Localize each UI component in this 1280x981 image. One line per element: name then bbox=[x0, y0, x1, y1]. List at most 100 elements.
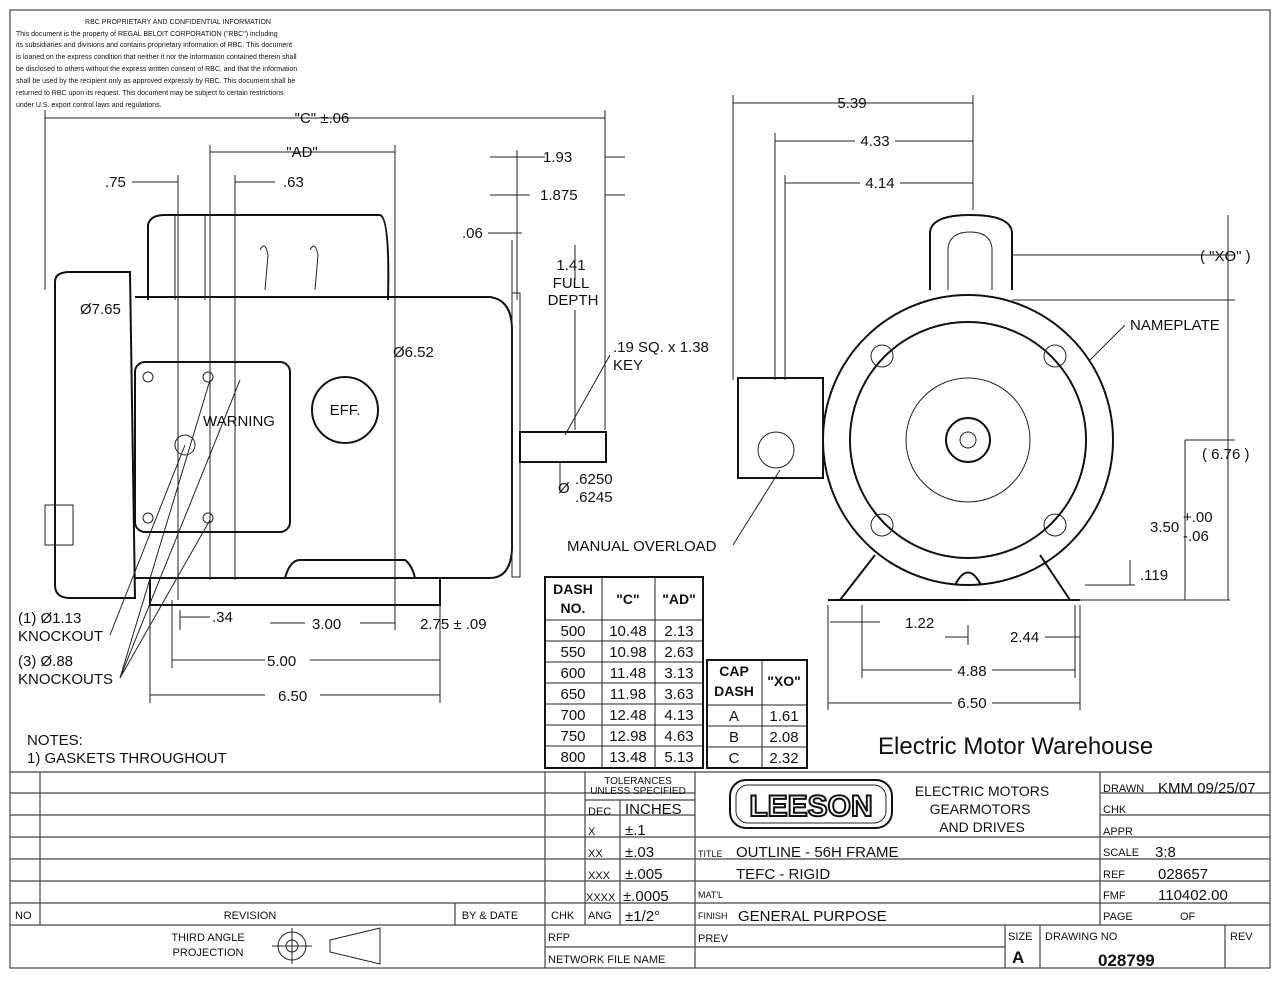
dim-034: .34 bbox=[212, 609, 233, 626]
title-block: TOLERANCES UNLESS SPECIFIED DEC INCHES X… bbox=[10, 771, 1270, 970]
unless-specified: UNLESS SPECIFIED bbox=[590, 786, 686, 797]
dim-ad: "AD" bbox=[286, 144, 318, 161]
ang-val: ±1/2° bbox=[625, 908, 660, 925]
c-cell: 10.98 bbox=[609, 644, 647, 661]
company-line: GEARMOTORS bbox=[930, 801, 1031, 817]
notice-line: shall be used by the recipient only as a… bbox=[16, 78, 295, 85]
finish-label: FINISH bbox=[698, 911, 728, 921]
tol-xxx: XXX bbox=[588, 870, 611, 882]
title-line-2: TEFC - RIGID bbox=[736, 866, 830, 883]
prev-label: PREV bbox=[698, 933, 729, 945]
notice-line: returned to RBC upon its request. This d… bbox=[16, 90, 284, 97]
warning-label: WARNING bbox=[203, 413, 275, 430]
notice-line: This document is the property of REGAL B… bbox=[16, 31, 278, 38]
watermark: Electric Motor Warehouse bbox=[878, 733, 1153, 760]
dim-650-end: 6.50 bbox=[957, 695, 986, 712]
ad-cell: 4.13 bbox=[664, 707, 693, 724]
logo-text: LEESON bbox=[749, 790, 872, 823]
cap-dash-cell: C bbox=[729, 750, 740, 767]
conduit-box bbox=[134, 361, 291, 533]
size-label: SIZE bbox=[1008, 931, 1032, 943]
cap-dash-cell: A bbox=[729, 708, 739, 725]
dim-676: ( 6.76 ) bbox=[1202, 446, 1250, 463]
end-view: 5.39 4.33 4.14 ( "XO" ) NAMEPLATE ( 6.76… bbox=[732, 95, 1251, 712]
dash-no-cell: 600 bbox=[560, 665, 585, 682]
title-label: TITLE bbox=[698, 849, 723, 859]
shaft-dia-max: .6250 bbox=[575, 471, 613, 488]
scale-value: 3:8 bbox=[1155, 844, 1176, 861]
eff-label-circle bbox=[311, 376, 379, 444]
header-ad: "AD" bbox=[662, 591, 696, 607]
key-label: KEY bbox=[613, 357, 643, 374]
scale-label: SCALE bbox=[1103, 847, 1139, 859]
dim-539: 5.39 bbox=[837, 95, 866, 112]
mounting-feet bbox=[149, 559, 441, 606]
no-label: NO bbox=[15, 910, 32, 922]
c-cell: 11.98 bbox=[610, 686, 646, 703]
dia-652: Ø6.52 bbox=[393, 344, 434, 361]
note-item: 1) GASKETS THROUGHOUT bbox=[27, 750, 227, 767]
fmf-value: 110402.00 bbox=[1158, 887, 1228, 904]
knockout-3-dim: (3) Ø.88 bbox=[18, 653, 73, 670]
rfp-label: RFP bbox=[548, 932, 570, 944]
header-xo: "XO" bbox=[767, 673, 801, 689]
dim-c: "C" ±.06 bbox=[295, 110, 350, 127]
tol-plus: +.00 bbox=[1183, 509, 1213, 526]
dim-063: .63 bbox=[283, 174, 304, 191]
dec-label: DEC bbox=[588, 806, 611, 818]
dash-no-cell: 750 bbox=[560, 728, 585, 745]
ad-cell: 5.13 bbox=[664, 749, 693, 766]
notes-title: NOTES: bbox=[27, 732, 83, 749]
dim-0119: .119 bbox=[1140, 567, 1168, 584]
c-cell: 12.48 bbox=[609, 707, 647, 724]
dash-no-cell: 800 bbox=[560, 749, 585, 766]
capacitor-housing bbox=[147, 214, 390, 301]
side-view: "C" ±.06 "AD" .75 .63 1.93 1.875 .06 1.4… bbox=[18, 110, 781, 705]
notice-line: under U.S. export control laws and regul… bbox=[16, 102, 162, 109]
fmf-label: FMF bbox=[1103, 890, 1126, 902]
dim-275: 2.75 ± .09 bbox=[420, 616, 487, 633]
dash-no-cell: 500 bbox=[560, 623, 585, 640]
dash-no-cell: 550 bbox=[560, 644, 585, 661]
c-cell: 11.48 bbox=[610, 665, 646, 682]
proprietary-notice: RBC PROPRIETARY AND CONFIDENTIAL INFORMA… bbox=[16, 19, 297, 109]
dim-122: 1.22 bbox=[905, 615, 934, 632]
revision-label: REVISION bbox=[224, 910, 277, 922]
drawn-value: KMM 09/25/07 bbox=[1158, 780, 1256, 797]
of-label: OF bbox=[1180, 911, 1196, 923]
appr-label: APPR bbox=[1103, 826, 1133, 838]
size-value: A bbox=[1012, 948, 1024, 967]
ref-value: 028657 bbox=[1158, 866, 1208, 883]
rev-label: REV bbox=[1230, 931, 1253, 943]
tol-xx: XX bbox=[588, 848, 603, 860]
cap-dash-cell: B bbox=[729, 729, 739, 746]
material-label: MAT'L bbox=[698, 890, 723, 900]
nameplate-label: NAMEPLATE bbox=[1130, 317, 1220, 334]
tol-xxxx-val: ±.0005 bbox=[623, 888, 669, 905]
dim-414: 4.14 bbox=[865, 175, 894, 192]
end-bracket bbox=[822, 294, 1114, 586]
header-cap: CAP bbox=[719, 663, 749, 679]
header-c: "C" bbox=[616, 591, 639, 607]
c-cell: 10.48 bbox=[609, 623, 647, 640]
depth-label: DEPTH bbox=[548, 292, 599, 309]
tol-minus: -.06 bbox=[1183, 528, 1209, 545]
dim-488: 4.88 bbox=[957, 663, 986, 680]
header-cap-dash: DASH bbox=[714, 683, 754, 699]
drawing-no-value: 028799 bbox=[1098, 951, 1155, 970]
xo-cell: 2.08 bbox=[769, 729, 798, 746]
notice-line: be disclosed to others without the expre… bbox=[16, 66, 297, 73]
notice-title: RBC PROPRIETARY AND CONFIDENTIAL INFORMA… bbox=[85, 19, 271, 26]
knockout-3-label: KNOCKOUTS bbox=[18, 671, 113, 688]
header-no: NO. bbox=[561, 600, 586, 616]
ang-label: ANG bbox=[588, 910, 612, 922]
dash-no-cell: 650 bbox=[560, 686, 585, 703]
knockout-1-label: KNOCKOUT bbox=[18, 628, 103, 645]
tol-xxx-val: ±.005 bbox=[625, 866, 662, 883]
company-line: ELECTRIC MOTORS bbox=[915, 783, 1049, 799]
tol-x: X bbox=[588, 826, 596, 838]
overload-box bbox=[737, 377, 824, 479]
